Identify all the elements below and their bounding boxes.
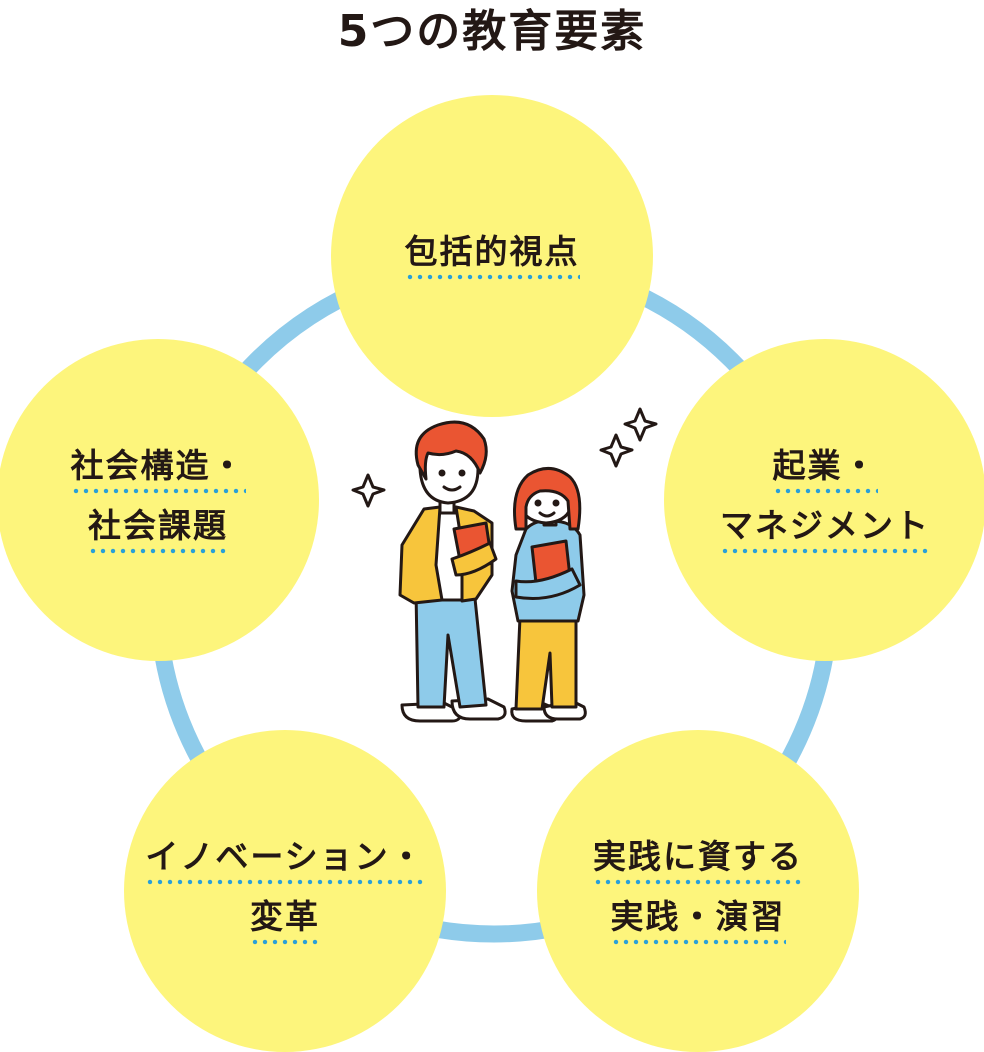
element-holistic-node: 包括的視点 [331, 95, 653, 417]
element-entrepreneurship-label-2: マネジメント [720, 506, 930, 554]
element-innovation-label-2: 変革 [250, 897, 320, 945]
element-practice-label-2: 実践・演習 [610, 897, 786, 945]
student-girl [510, 467, 587, 723]
sparkle-icon [623, 407, 658, 442]
element-society-label-1: 社会構造・ [70, 446, 246, 494]
element-entrepreneurship-node: 起業・ マネジメント [664, 339, 984, 661]
sparkle-icon [599, 433, 634, 468]
element-innovation-node: イノベーション・ 変革 [124, 730, 446, 1052]
page-title: 5つの教育要素 [337, 6, 647, 57]
element-entrepreneurship-label-1: 起業・ [772, 446, 878, 494]
student-boy [398, 420, 507, 723]
element-holistic-label-1: 包括的視点 [404, 232, 580, 280]
sparkle-icon [351, 473, 386, 508]
element-practice-label-1: 実践に資する [593, 837, 803, 885]
element-society-node: 社会構造・ 社会課題 [0, 339, 319, 661]
element-practice-node: 実践に資する 実践・演習 [537, 730, 859, 1052]
students-illustration [351, 407, 658, 723]
element-innovation-label-1: イノベーション・ [145, 837, 425, 885]
element-society-label-2: 社会課題 [88, 506, 228, 554]
